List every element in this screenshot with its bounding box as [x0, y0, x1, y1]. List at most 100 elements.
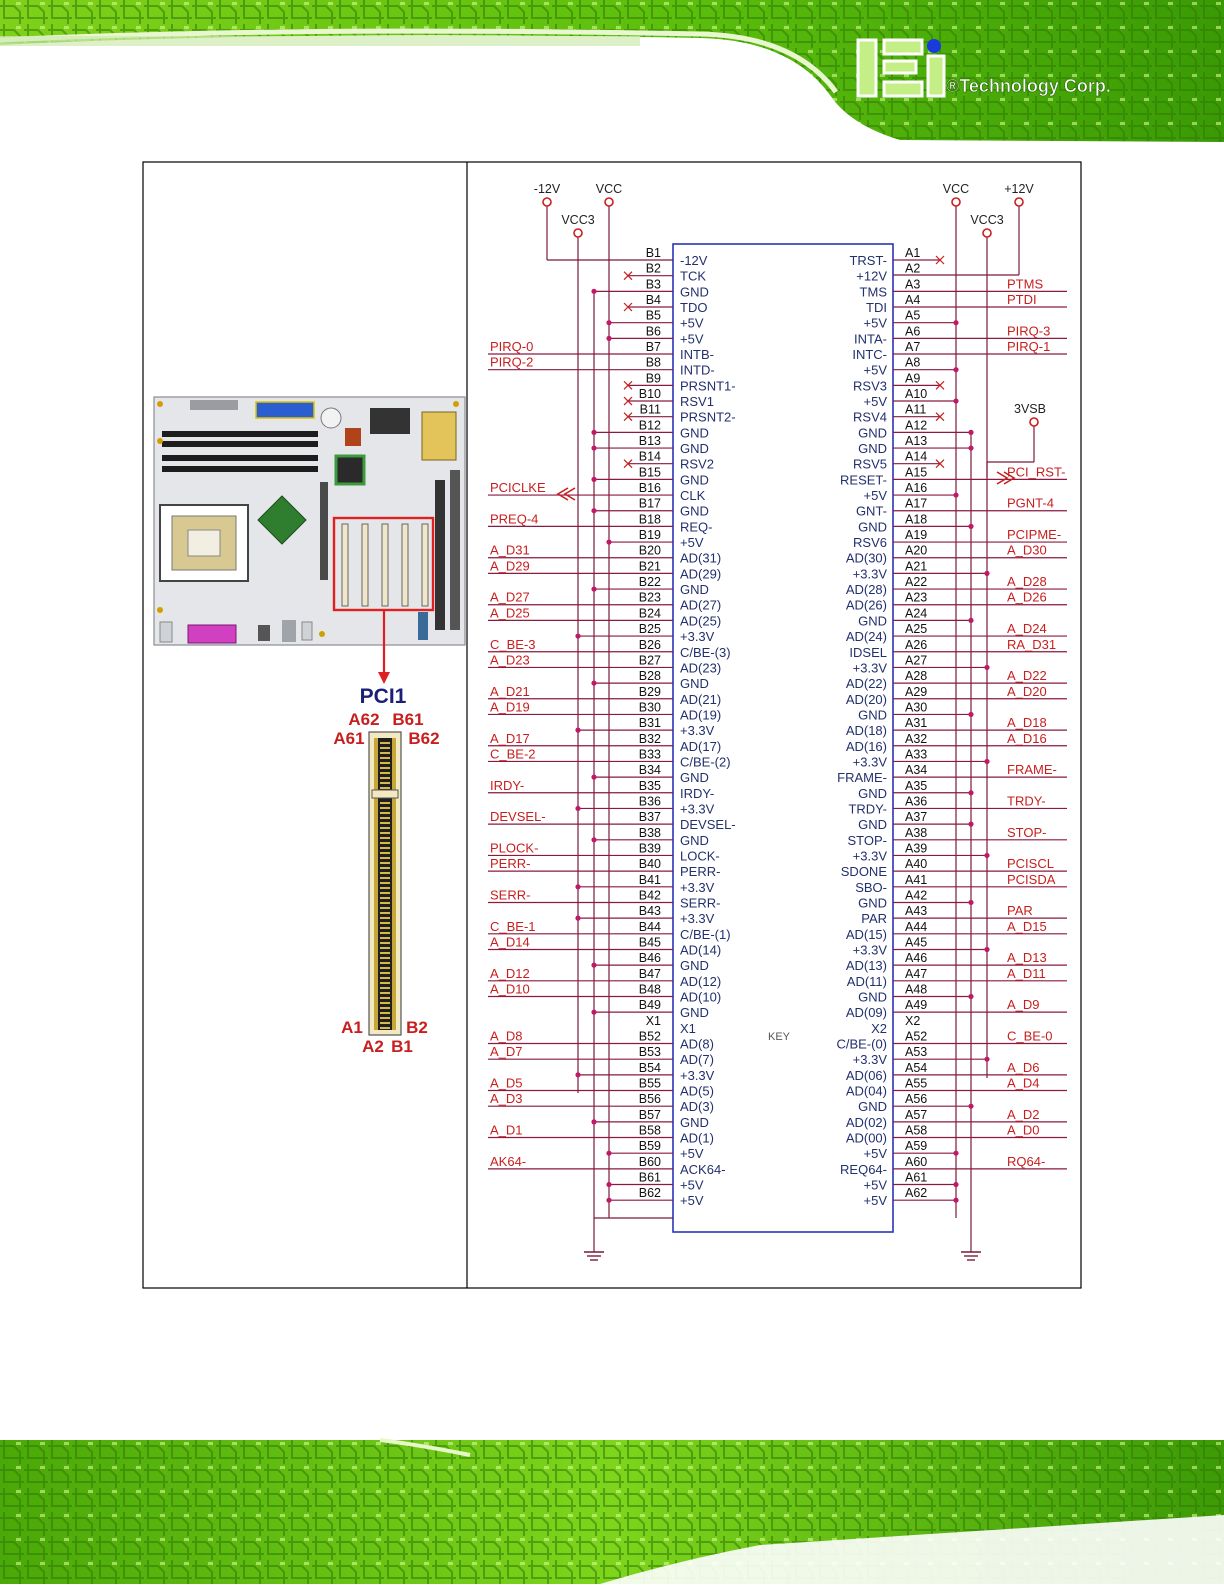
junction-dot-b17: [591, 508, 597, 514]
pin-number-a27: A27: [905, 653, 927, 667]
pin-signal-a58: AD(00): [846, 1131, 887, 1146]
pin-signal-a14: RSV5: [853, 457, 887, 472]
connector-pin-contact: [380, 957, 390, 959]
pin-signal-b34: GND: [680, 770, 709, 785]
pin-number-b47: B47: [639, 967, 661, 981]
net-label-a-d3: A_D3: [490, 1091, 523, 1106]
pin-number-b30: B30: [639, 700, 661, 714]
motherboard-illustration: [153, 396, 466, 646]
pin-number-a38: A38: [905, 826, 927, 840]
net-label-a-d20: A_D20: [1007, 684, 1047, 699]
pin-signal-a48: GND: [858, 989, 887, 1004]
pin-signal-a27: +3.3V: [853, 660, 888, 675]
junction-dot-b28: [591, 680, 597, 686]
pin-signal-a11: RSV4: [853, 410, 887, 425]
pin-number-a60: A60: [905, 1155, 927, 1169]
connector-pin-contact: [380, 742, 390, 744]
pin-number-a20: A20: [905, 544, 927, 558]
connector-pin-contact: [380, 857, 390, 859]
junction-dot-b6: [606, 335, 612, 341]
connector-pin-contact: [380, 882, 390, 884]
power-label-vcc3-left: VCC3: [561, 213, 594, 227]
net-label-pgnt-4: PGNT-4: [1007, 496, 1054, 511]
junction-dot-b36: [575, 805, 581, 812]
pin-signal-a32: AD(16): [846, 739, 887, 754]
pin-number-a28: A28: [905, 669, 927, 683]
pin-signal-a39: +3.3V: [853, 848, 888, 863]
connector-pin-contact: [380, 782, 390, 784]
connector-pin-contact: [380, 762, 390, 764]
pin-number-a55: A55: [905, 1077, 927, 1091]
net-label-a-d31: A_D31: [490, 543, 530, 558]
power-label-vcc-right: VCC: [943, 182, 969, 196]
pin-signal-a59: +5V: [864, 1146, 888, 1161]
ground-symbol-right: [961, 1251, 981, 1261]
pin-signal-b41: +3.3V: [680, 880, 715, 895]
pin-number-b44: B44: [639, 920, 661, 934]
junction-dot-b19: [606, 539, 612, 545]
pin-number-b32: B32: [639, 732, 661, 746]
connector-pin-contact: [380, 907, 390, 909]
footer-banner: [0, 1438, 1224, 1584]
pin-signal-b12: GND: [680, 425, 709, 440]
pin-signal-b20: AD(31): [680, 551, 721, 566]
pin-number-b56: B56: [639, 1092, 661, 1106]
pin-signal-a18: GND: [858, 519, 887, 534]
net-label-stop: STOP-: [1007, 825, 1047, 840]
pin-signal-a37: GND: [858, 817, 887, 832]
pin-signal-a45: +3.3V: [853, 942, 888, 957]
pin-signal-a20: AD(30): [846, 551, 887, 566]
pin-signal-a53: +3.3V: [853, 1052, 888, 1067]
junction-dot-a30: [968, 711, 974, 718]
pin-signal-a7: INTC-: [852, 347, 887, 362]
net-label-devsel: DEVSEL-: [490, 809, 546, 824]
pin-number-b49: B49: [639, 998, 661, 1012]
pin-signal-b56: AD(3): [680, 1099, 714, 1114]
pin-signal-a41: SBO-: [855, 880, 887, 895]
junction-dot-a5: [953, 320, 959, 326]
junction-dot-a24: [968, 617, 974, 624]
pin-number-a4: A4: [905, 293, 920, 307]
pin-number-a48: A48: [905, 982, 927, 996]
pin-signal-a62: +5V: [864, 1193, 888, 1208]
pin-signal-a12: GND: [858, 425, 887, 440]
pin-signal-a26: IDSEL: [849, 645, 887, 660]
pin-number-b59: B59: [639, 1139, 661, 1153]
connector-pin-contact: [380, 1027, 390, 1029]
pci-slots: [341, 523, 429, 607]
pin-number-b15: B15: [639, 465, 661, 479]
pin-signal-x2: X2: [871, 1021, 887, 1036]
pin-signal-b3: GND: [680, 284, 709, 299]
net-label-pciscl: PCISCL: [1007, 856, 1054, 871]
connector-pin-contact: [380, 927, 390, 929]
pin-number-b17: B17: [639, 497, 661, 511]
junction-dot-a12: [968, 429, 974, 435]
connector-pin-contact: [380, 1002, 390, 1004]
pin-signal-a24: GND: [858, 613, 887, 628]
pin-signal-a57: AD(02): [846, 1115, 887, 1130]
pin-signal-b10: RSV1: [680, 394, 714, 409]
net-label-a-d0: A_D0: [1007, 1123, 1040, 1138]
pin-number-b16: B16: [639, 481, 661, 495]
pin-number-a32: A32: [905, 732, 927, 746]
net-label-a-d23: A_D23: [490, 652, 530, 667]
connector-pin-contact: [380, 787, 390, 789]
pin-number-x2: X2: [905, 1014, 920, 1028]
pin-signal-b49: GND: [680, 1005, 709, 1020]
connector-pin-contact: [380, 757, 390, 759]
pin-signal-b13: GND: [680, 441, 709, 456]
pin-number-b24: B24: [639, 606, 661, 620]
connector-pin-contact: [380, 817, 390, 819]
connector-pin-contact: [380, 1017, 390, 1019]
connector-pins: [380, 742, 390, 1029]
pin-number-b3: B3: [646, 277, 661, 291]
junction-dot-a53: [984, 1056, 990, 1062]
ide-connector: [255, 401, 315, 419]
pin-number-a15: A15: [905, 465, 927, 479]
pin-signal-a4: TDI: [866, 300, 887, 315]
connector-pin-contact: [380, 777, 390, 779]
pin-signal-a42: GND: [858, 895, 887, 910]
pin-label-a2: A2: [362, 1037, 384, 1056]
net-label-pirq-3: PIRQ-3: [1007, 323, 1050, 338]
header-banner: [0, 0, 1224, 145]
